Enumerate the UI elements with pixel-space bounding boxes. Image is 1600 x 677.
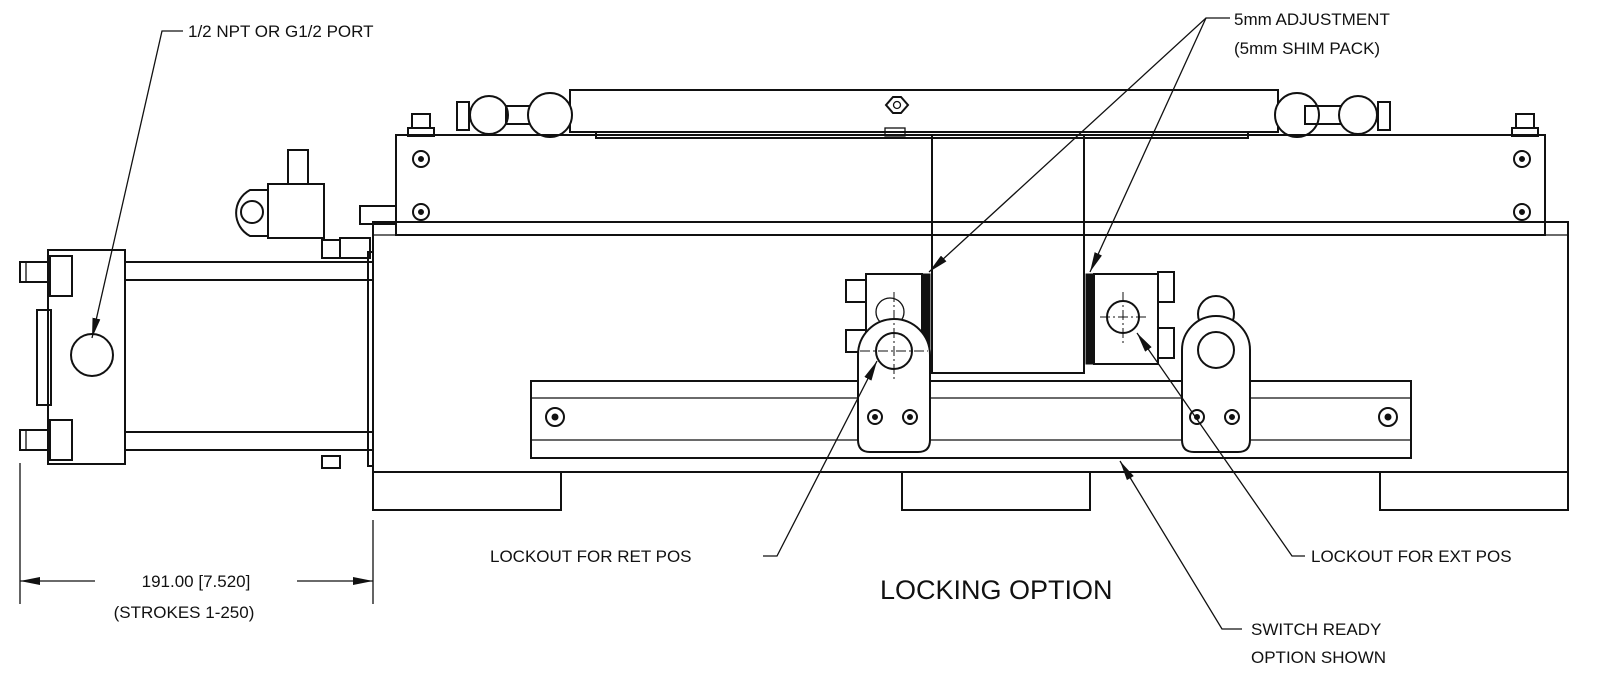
port-hole-icon	[70, 333, 114, 377]
leader-lines	[91, 17, 1305, 630]
switch-ready-callout: SWITCH READY	[1251, 620, 1381, 639]
hex-nut-icon	[884, 96, 910, 114]
cylinder	[19, 149, 374, 469]
drawing-title: LOCKING OPTION	[880, 575, 1113, 605]
dimension-191	[19, 463, 374, 604]
bottom-rail	[530, 380, 1412, 459]
dimension-note: (STROKES 1-250)	[114, 603, 255, 622]
shim-pack-callout: (5mm SHIM PACK)	[1234, 39, 1380, 58]
main-body	[372, 221, 1569, 511]
port-callout: 1/2 NPT OR G1/2 PORT	[188, 22, 374, 41]
lockout-ret-block	[845, 273, 931, 453]
option-shown-callout: OPTION SHOWN	[1251, 648, 1386, 667]
top-carriage	[407, 89, 1539, 139]
lockout-ext-block	[1085, 271, 1251, 453]
adjustment-callout: 5mm ADJUSTMENT	[1234, 10, 1390, 29]
dimension-value: 191.00 [7.520]	[142, 572, 251, 591]
lockout-ext-callout: LOCKOUT FOR EXT POS	[1311, 547, 1512, 566]
upper-plate	[359, 134, 1546, 374]
lockout-ret-callout: LOCKOUT FOR RET POS	[490, 547, 692, 566]
